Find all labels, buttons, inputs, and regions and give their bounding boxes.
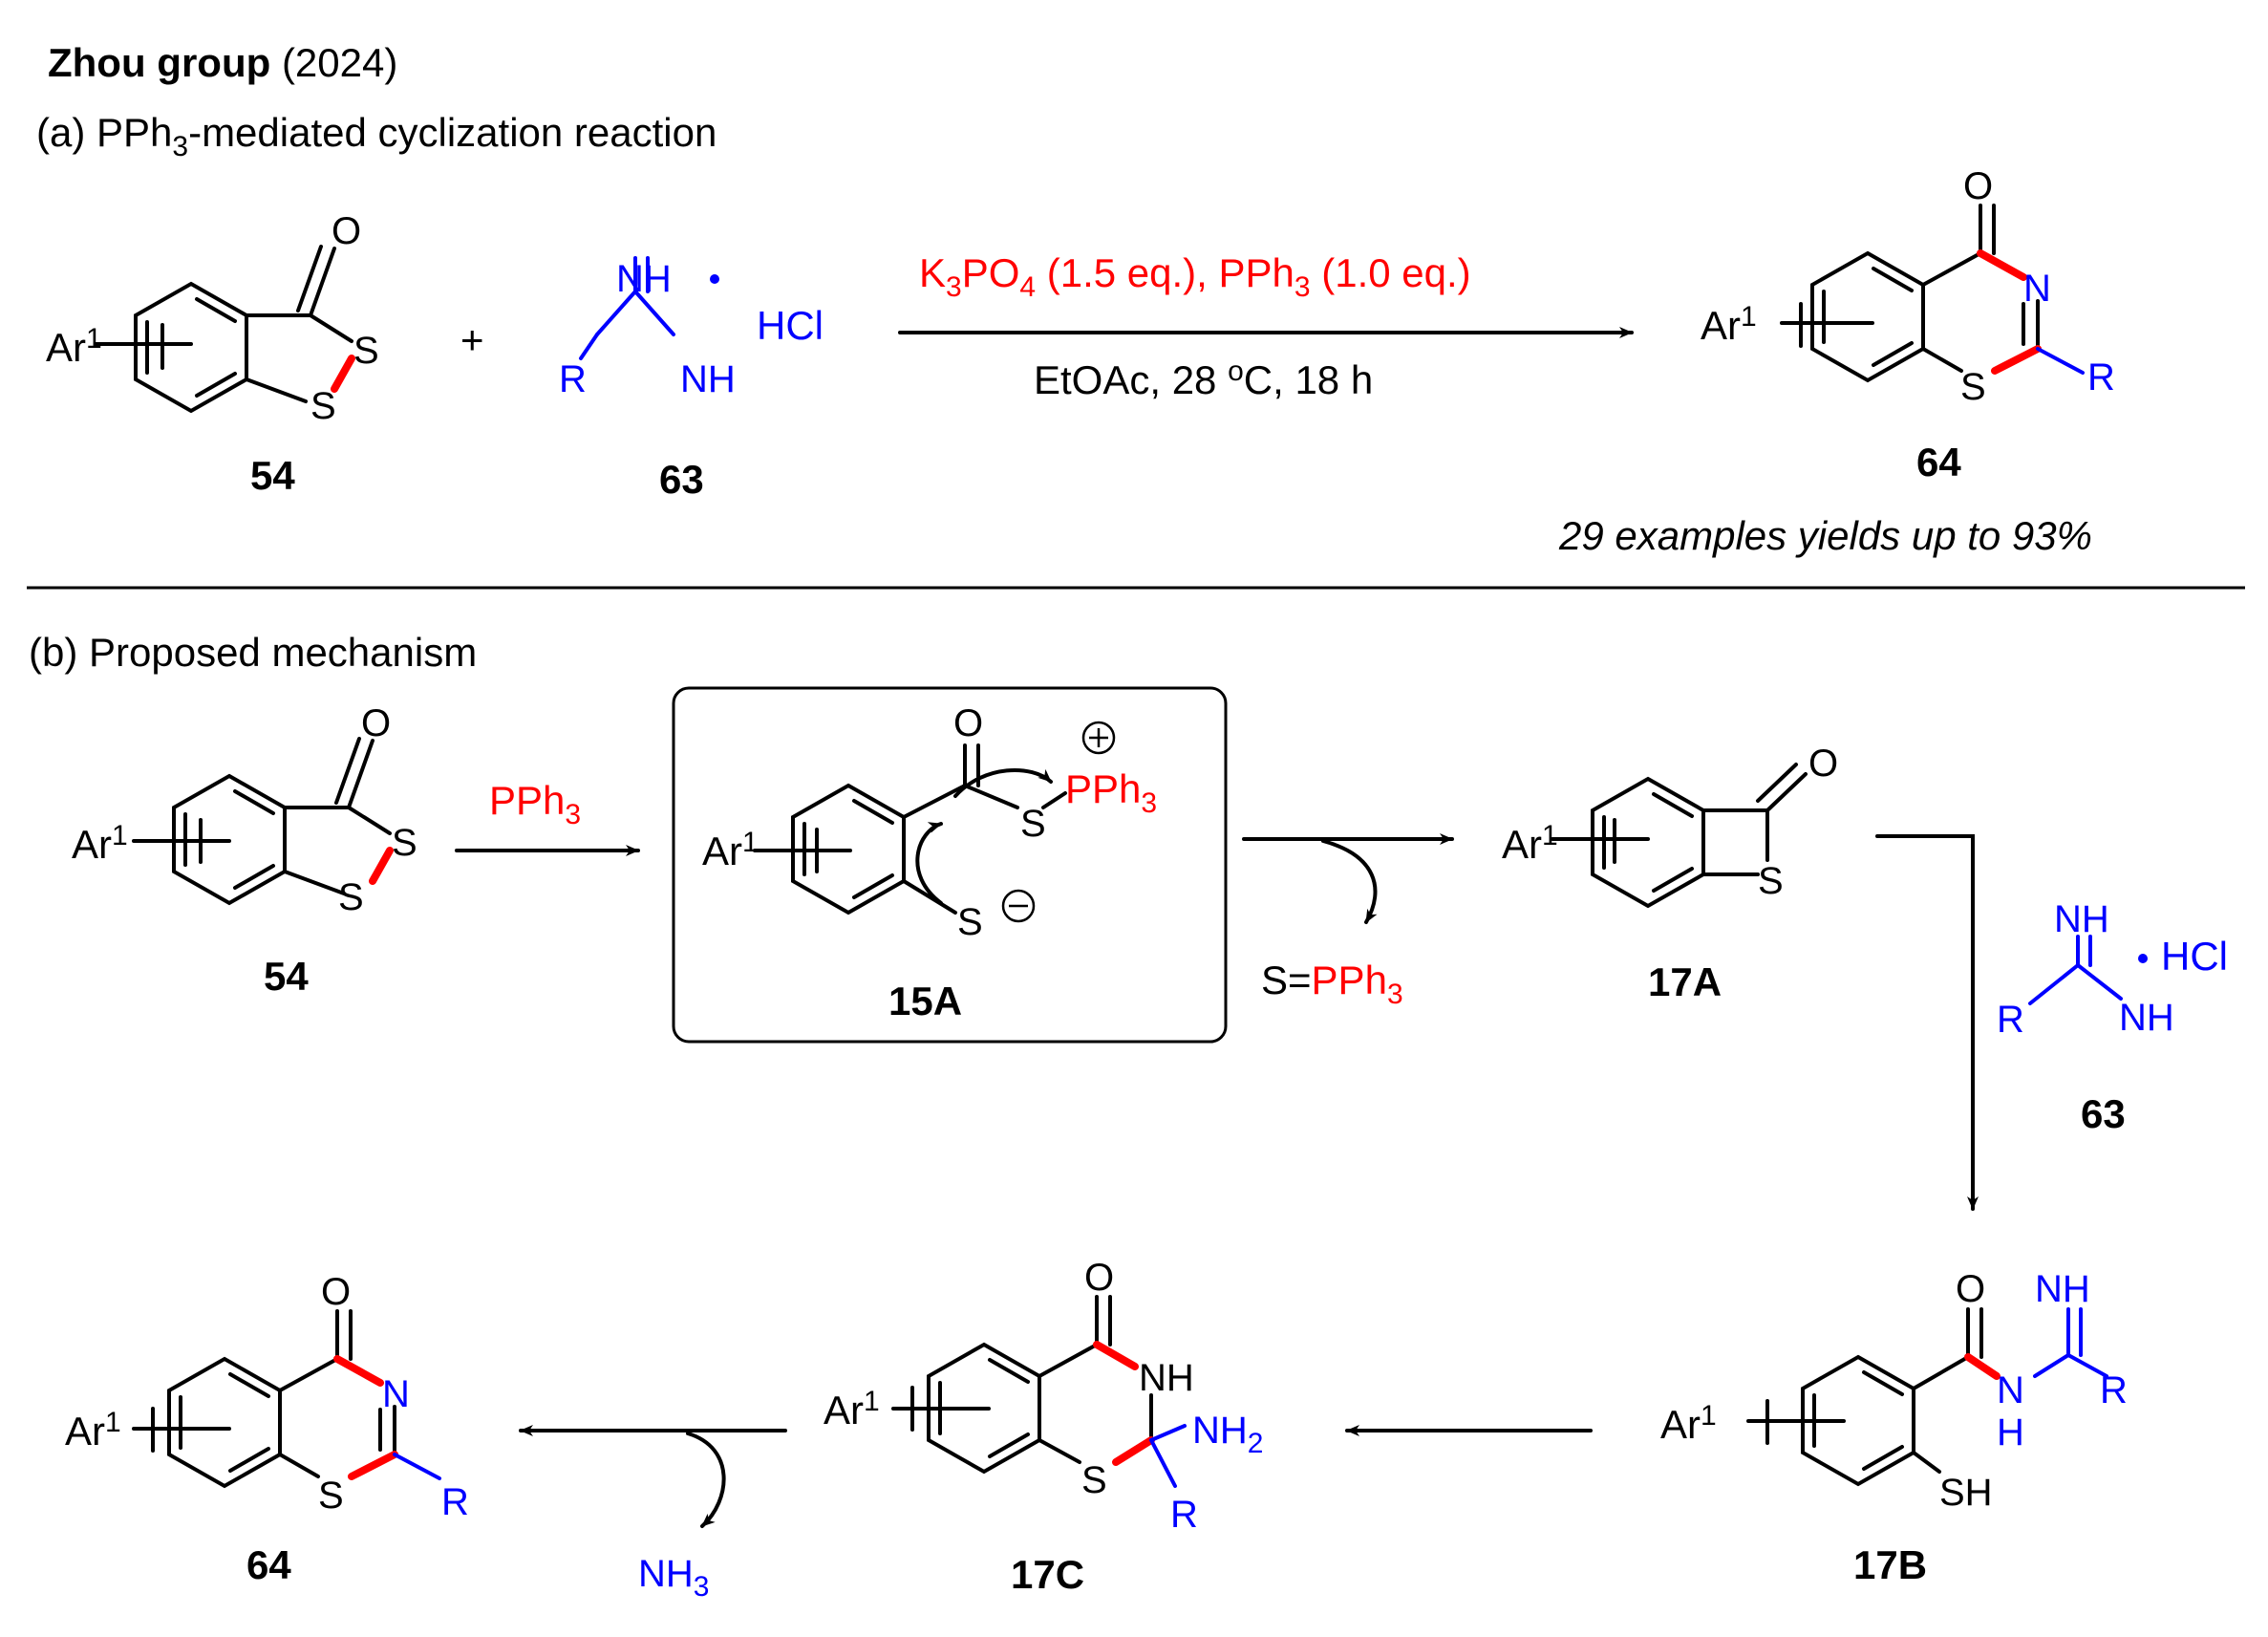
atom-sh: SH [1939, 1472, 1993, 1514]
atom-s: S [1081, 1459, 1107, 1501]
compound-64-structure [1780, 204, 2085, 383]
compound-64-label: 64 [1916, 440, 1961, 485]
atom-o: O [1956, 1268, 1985, 1310]
nh3-label: NH3 [638, 1553, 709, 1603]
atom-s: S [1758, 860, 1784, 902]
compound-63b-structure [2028, 935, 2123, 1005]
reaction-arrow-to-17B [1875, 834, 1979, 1211]
compound-64b-structure [132, 1309, 441, 1489]
compound-63-label: 63 [659, 457, 704, 502]
atom-r: R [2100, 1369, 2128, 1411]
pph3-reagent: PPh3 [489, 778, 581, 830]
compound-63-label: 63 [2081, 1091, 2126, 1136]
s-pph3-byproduct: S=PPh3 [1261, 958, 1403, 1010]
compound-17A-structure [1551, 763, 1808, 909]
hcl-label: HCl [2161, 934, 2228, 979]
atom-n: N [382, 1373, 410, 1415]
section-a-title: (a) PPh3-mediated cyclization reaction [36, 110, 717, 162]
atom-r: R [1997, 999, 2024, 1041]
atom-nh: NH [2054, 898, 2109, 940]
compound-54-structure [94, 245, 355, 414]
compound-17B-label: 17B [1853, 1542, 1927, 1587]
ar1-label: Ar1 [824, 1386, 880, 1432]
atom-n: N [1997, 1369, 2024, 1411]
compound-15A-structure [753, 743, 1067, 915]
intermediate-box [672, 686, 1228, 1044]
byproduct-arrow [1321, 839, 1378, 924]
atom-n: N [2023, 268, 2051, 310]
compound-17C-structure [891, 1295, 1187, 1488]
ar1-label: Ar1 [1660, 1400, 1717, 1447]
minus-charge-icon [1001, 889, 1036, 923]
salt-dot [710, 274, 719, 284]
compound-54b-structure [132, 737, 394, 906]
ar1-label: Ar1 [1502, 820, 1558, 867]
atom-nh: NH [680, 358, 736, 400]
hcl-label: HCl [757, 303, 824, 348]
atom-o: O [361, 702, 391, 744]
group-title: Zhou group (2024) [48, 40, 397, 85]
atom-o: O [332, 210, 361, 252]
conditions-label: EtOAc, 28 oC, 18 h [1034, 355, 1373, 402]
atom-nh: NH [1139, 1357, 1194, 1399]
atom-nh: NH [2035, 1268, 2090, 1310]
atom-nh: NH [616, 258, 672, 300]
compound-15A-label: 15A [888, 979, 962, 1023]
atom-r: R [559, 358, 587, 400]
section-b-title: (b) Proposed mechanism [29, 630, 477, 675]
atom-nh: NH [2119, 997, 2174, 1039]
compound-17C-label: 17C [1011, 1552, 1084, 1597]
atom-o: O [953, 702, 983, 744]
ar1-label: Ar1 [65, 1407, 121, 1454]
compound-17B-structure [1746, 1307, 2108, 1487]
atom-s: S [392, 822, 417, 864]
atom-s: S [1020, 803, 1046, 845]
plus-charge-icon [1081, 721, 1116, 755]
compound-54-label: 54 [264, 954, 309, 999]
atom-h: H [1997, 1411, 2024, 1454]
atom-s: S [1960, 366, 1986, 408]
compound-63-structure [579, 256, 675, 360]
ar1-label: Ar1 [46, 323, 102, 370]
atom-s: S [318, 1475, 344, 1517]
atom-o: O [1808, 743, 1838, 785]
compound-17A-label: 17A [1648, 959, 1722, 1004]
atom-s: S [338, 876, 364, 918]
reagents-label: K3PO4 (1.5 eq.), PPh3 (1.0 eq.) [919, 250, 1471, 303]
yields-note: 29 examples yields up to 93% [1558, 513, 2092, 558]
plus-sign: + [460, 317, 484, 362]
atom-o: O [321, 1271, 351, 1313]
ar1-label: Ar1 [1701, 301, 1757, 348]
atom-r: R [441, 1481, 469, 1523]
nh2-label: NH2 [1192, 1410, 1263, 1459]
pph3-cation: PPh3 [1065, 766, 1157, 819]
atom-r: R [1170, 1494, 1198, 1536]
compound-64-label: 64 [246, 1542, 291, 1587]
atom-s: S [957, 901, 983, 943]
nh3-loss-arrow [686, 1432, 726, 1528]
ar1-label: Ar1 [72, 820, 128, 867]
atom-s: S [353, 330, 379, 372]
compound-54-label: 54 [250, 453, 295, 498]
ar1-label: Ar1 [702, 827, 759, 873]
atom-r: R [2087, 356, 2115, 398]
salt-dot [2138, 954, 2148, 963]
atom-s: S [310, 385, 336, 427]
atom-o: O [1963, 165, 1993, 207]
atom-o: O [1084, 1257, 1114, 1299]
